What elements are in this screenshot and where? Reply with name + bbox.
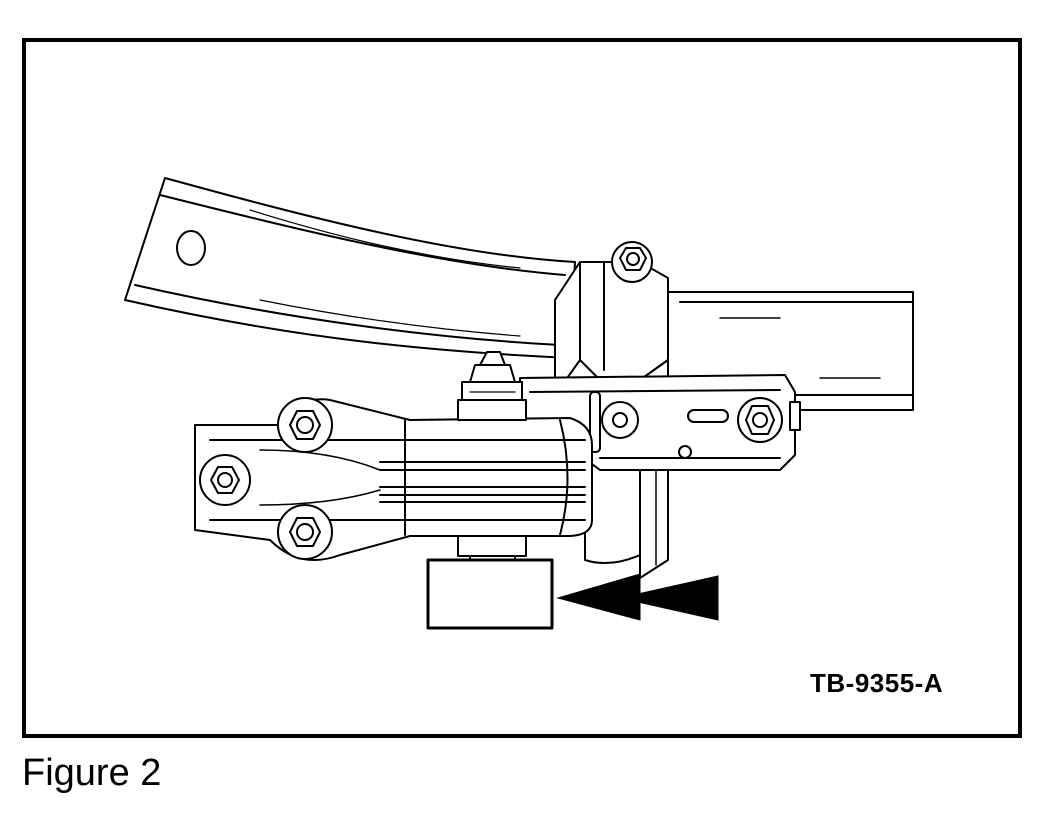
figure-reference-code: TB-9355-A bbox=[810, 668, 944, 698]
engine-mount-body bbox=[194, 398, 593, 561]
curved-support-arm bbox=[124, 177, 576, 359]
figure-frame bbox=[22, 38, 1022, 738]
right-plate-bolt bbox=[737, 397, 801, 443]
mount-bolt-upper bbox=[277, 397, 333, 453]
rear-bracket-bolt bbox=[601, 401, 639, 439]
top-stud-nut bbox=[457, 351, 527, 421]
bottom-stud bbox=[457, 535, 527, 563]
top-bracket-bolt bbox=[611, 241, 653, 283]
mount-bolt-lower bbox=[277, 504, 333, 560]
mount-bolt-middle bbox=[199, 454, 251, 506]
figure-caption: Figure 2 bbox=[22, 752, 162, 794]
indicator-arrow bbox=[556, 573, 719, 621]
spacer-block bbox=[426, 558, 554, 630]
